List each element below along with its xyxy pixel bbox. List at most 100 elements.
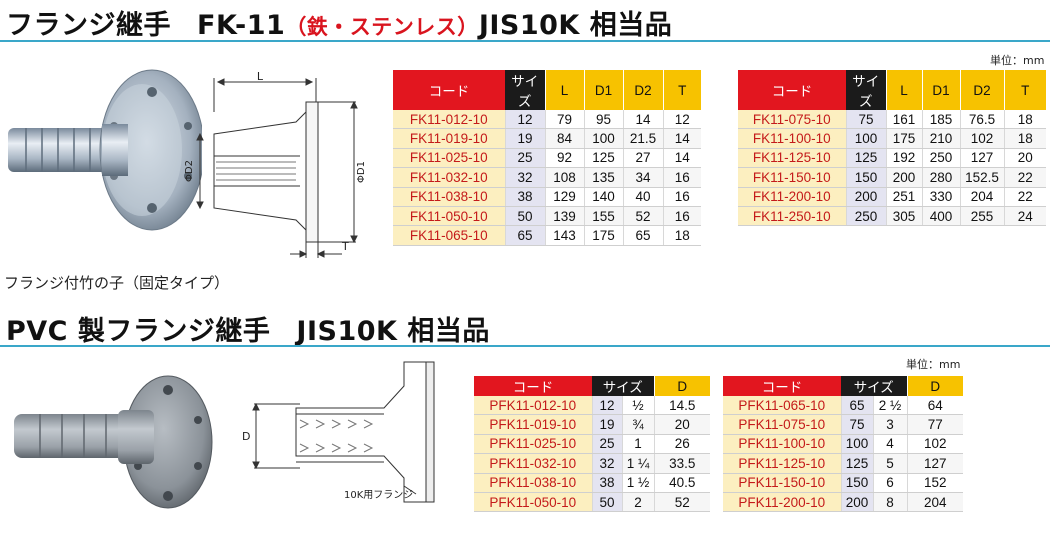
cell-size: 38 xyxy=(591,473,622,493)
cell-d: 20 xyxy=(653,414,710,435)
cell-code: PFK11-100-10 xyxy=(723,434,841,455)
cell-code: PFK11-025-10 xyxy=(474,434,592,455)
cell-code: FK11-100-10 xyxy=(738,128,846,149)
header-l: L xyxy=(544,70,584,110)
cell-t: 24 xyxy=(1003,206,1046,227)
cell-l: 200 xyxy=(885,167,922,188)
cell-d: 204 xyxy=(906,492,963,513)
cell-d2: 40 xyxy=(622,187,663,207)
cell-d2: 204 xyxy=(959,187,1004,207)
cell-d1: 210 xyxy=(921,128,960,149)
cell-size: 25 xyxy=(504,148,545,169)
cell-d1: 95 xyxy=(583,110,623,130)
cell-l: 139 xyxy=(544,206,584,227)
cell-size-inch: 3 xyxy=(872,414,907,435)
cell-size-inch: 5 xyxy=(872,453,907,474)
cell-l: 192 xyxy=(885,148,922,169)
cell-code: FK11-038-10 xyxy=(393,187,505,207)
cell-size: 200 xyxy=(845,187,886,207)
cell-size: 32 xyxy=(591,453,622,474)
cell-size: 125 xyxy=(845,148,886,169)
cell-d: 127 xyxy=(906,453,963,474)
cell-d2: 255 xyxy=(959,206,1004,227)
header-d1: D1 xyxy=(921,70,960,110)
cell-size: 50 xyxy=(504,206,545,227)
cell-size-inch: ½ xyxy=(621,396,654,416)
header-d2: D2 xyxy=(622,70,663,110)
cell-code: FK11-200-10 xyxy=(738,187,846,207)
cell-d: 152 xyxy=(906,473,963,493)
header-code: コード xyxy=(393,70,505,110)
cell-d1: 280 xyxy=(921,167,960,188)
cell-code: FK11-019-10 xyxy=(393,128,505,149)
cell-t: 14 xyxy=(662,148,701,169)
cell-code: PFK11-075-10 xyxy=(723,414,841,435)
cell-size-inch: ¾ xyxy=(621,414,654,435)
cell-d1: 140 xyxy=(583,187,623,207)
flange-label: 10K用フランジ xyxy=(344,489,413,501)
section2-title-suffix: JIS10K 相当品 xyxy=(296,316,490,347)
cell-l: 84 xyxy=(544,128,584,149)
dim-label-d1: ΦD1 xyxy=(356,161,367,183)
cell-d1: 155 xyxy=(583,206,623,227)
cell-t: 18 xyxy=(1003,128,1046,149)
section1-unit: 単位：mm xyxy=(990,54,1045,67)
cell-size: 65 xyxy=(504,225,545,246)
cell-d1: 185 xyxy=(921,110,960,130)
cell-d1: 125 xyxy=(583,148,623,169)
cell-d2: 127 xyxy=(959,148,1004,169)
cell-size-inch: 2 ½ xyxy=(872,396,907,416)
cell-d: 52 xyxy=(653,492,710,513)
dim-label-d2: ΦD2 xyxy=(184,160,195,182)
cell-code: PFK11-032-10 xyxy=(474,453,592,474)
cell-size: 250 xyxy=(845,206,886,227)
section1-caption: フランジ付竹の子（固定タイプ） xyxy=(4,274,230,292)
cell-code: FK11-150-10 xyxy=(738,167,846,188)
cell-t: 22 xyxy=(1003,167,1046,188)
cell-code: FK11-032-10 xyxy=(393,167,505,188)
header-t: T xyxy=(662,70,701,110)
header-code: コード xyxy=(474,376,592,396)
cell-size: 75 xyxy=(840,414,873,435)
cell-code: PFK11-038-10 xyxy=(474,473,592,493)
cell-d1: 175 xyxy=(583,225,623,246)
header-size: サイズ xyxy=(846,70,886,110)
cell-l: 305 xyxy=(885,206,922,227)
cell-code: FK11-075-10 xyxy=(738,110,846,130)
cell-size: 19 xyxy=(591,414,622,435)
cell-code: PFK11-065-10 xyxy=(723,396,841,416)
cell-d1: 100 xyxy=(583,128,623,149)
cell-code: PFK11-200-10 xyxy=(723,492,841,513)
cell-size: 65 xyxy=(840,396,873,416)
pvc-flange-photo xyxy=(14,375,213,509)
header-d1: D1 xyxy=(583,70,623,110)
cell-size-inch: 6 xyxy=(872,473,907,493)
cell-d: 40.5 xyxy=(653,473,710,493)
cell-size: 75 xyxy=(845,110,886,130)
cell-d: 64 xyxy=(906,396,963,416)
header-size: サイズ xyxy=(592,376,654,396)
cell-t: 16 xyxy=(662,187,701,207)
cell-size-inch: 4 xyxy=(872,434,907,455)
cell-d1: 400 xyxy=(921,206,960,227)
cell-size: 19 xyxy=(504,128,545,149)
cell-t: 12 xyxy=(662,110,701,130)
cell-d1: 330 xyxy=(921,187,960,207)
